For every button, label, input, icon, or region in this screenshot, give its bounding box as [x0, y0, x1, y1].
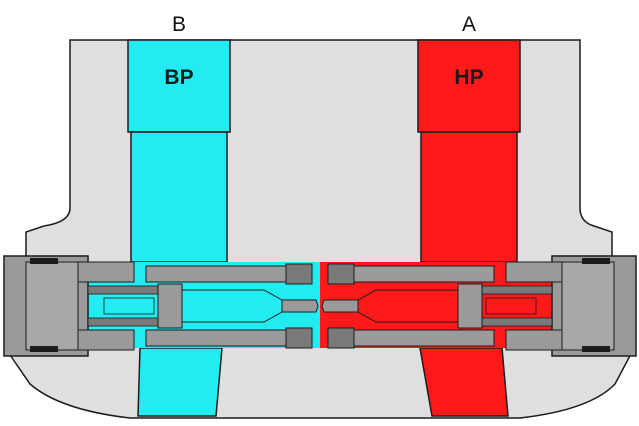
port-b-channel	[127, 39, 231, 417]
valve-body	[25, 39, 613, 259]
center-poppets	[281, 299, 359, 313]
left-spool	[87, 263, 313, 349]
left-end-cap	[3, 255, 135, 357]
valve-body-lower	[6, 351, 634, 419]
port-a-channel	[417, 39, 521, 417]
port-b-letter: B	[172, 13, 186, 36]
right-spool	[327, 263, 553, 349]
port-a-tag: HP	[454, 66, 483, 89]
port-b-tag: BP	[164, 66, 193, 89]
right-end-cap	[505, 255, 637, 357]
port-a-letter: A	[462, 13, 476, 36]
